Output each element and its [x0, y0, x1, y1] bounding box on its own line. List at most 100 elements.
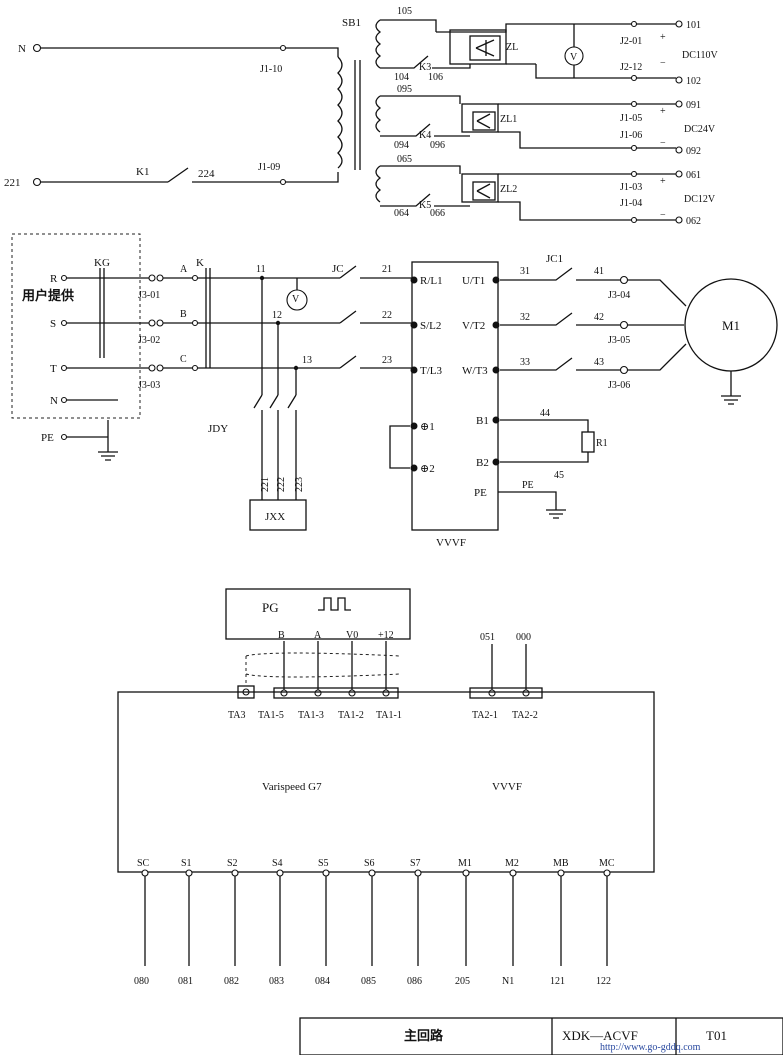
svg-text:33: 33: [520, 357, 530, 368]
svg-text:A: A: [314, 630, 322, 641]
svg-text:JC1: JC1: [546, 253, 563, 265]
svg-text:DC110V: DC110V: [682, 50, 719, 61]
svg-text:31: 31: [520, 266, 530, 277]
svg-text:K: K: [196, 257, 204, 269]
svg-text:TA1-5: TA1-5: [258, 710, 284, 721]
svg-text:J3-01: J3-01: [138, 290, 160, 301]
svg-text:⊕1: ⊕1: [420, 421, 435, 433]
svg-text:PE: PE: [522, 480, 534, 491]
svg-text:J3-05: J3-05: [608, 335, 630, 346]
svg-text:106: 106: [428, 72, 443, 83]
svg-text:K3: K3: [419, 62, 431, 73]
label-j1-09: J1-09: [258, 162, 280, 173]
label-k1: K1: [136, 166, 149, 178]
label-j1-10: J1-10: [260, 64, 282, 75]
wire-label-081: 081: [178, 976, 193, 987]
svg-text:+: +: [660, 106, 666, 117]
terminal-label-s5: S5: [318, 858, 329, 869]
secondary-24: [375, 95, 382, 133]
svg-text:−: −: [660, 210, 666, 221]
svg-text:ZL1: ZL1: [500, 114, 517, 125]
pg-section: PG B A V0 +12 TA3 TA1-5 TA1-3 TA1-2 TA1-…: [117, 588, 655, 987]
svg-text:J1-04: J1-04: [620, 198, 642, 209]
svg-text:064: 064: [394, 208, 409, 219]
terminal-s1: [185, 869, 193, 877]
secondary-110: [375, 19, 382, 69]
svg-text:11: 11: [256, 264, 266, 275]
svg-text:DC24V: DC24V: [684, 124, 716, 135]
terminal-mc: [603, 869, 611, 877]
svg-text:U/T1: U/T1: [462, 275, 485, 287]
wire-n: [40, 47, 339, 57]
svg-text:http://www.go-gddq.com: http://www.go-gddq.com: [600, 1042, 701, 1053]
cable-shield: [245, 652, 401, 678]
terminal-mb: [557, 869, 565, 877]
svg-text:A: A: [180, 264, 188, 275]
svg-text:J3-02: J3-02: [138, 335, 160, 346]
terminal-m1: [462, 869, 470, 877]
svg-text:J1-06: J1-06: [620, 130, 642, 141]
svg-text:−: −: [660, 58, 666, 69]
svg-text:TA2-2: TA2-2: [512, 710, 538, 721]
svg-text:J3-03: J3-03: [138, 380, 160, 391]
control-terminals: SC080S1081S2082S4083S5084S6085S7086M1205…: [134, 858, 615, 987]
svg-text:KG: KG: [94, 257, 110, 269]
svg-text:R: R: [50, 273, 58, 285]
svg-text:066: 066: [430, 208, 445, 219]
svg-text:102: 102: [686, 76, 701, 87]
wire-label-085: 085: [361, 976, 376, 987]
svg-text:XDK—ACVF: XDK—ACVF: [562, 1028, 638, 1043]
terminal-label-m1: M1: [458, 858, 472, 869]
svg-text:主回路: 主回路: [404, 1028, 444, 1043]
svg-text:R1: R1: [596, 438, 608, 449]
svg-text:TA1-2: TA1-2: [338, 710, 364, 721]
terminal-label-s1: S1: [181, 858, 192, 869]
svg-text:JC: JC: [332, 263, 344, 275]
wire-label-086: 086: [407, 976, 422, 987]
user-supply-label: 用户提供: [21, 288, 74, 303]
svg-text:V0: V0: [346, 630, 358, 641]
svg-text:VVVF: VVVF: [492, 781, 522, 793]
ground-motor: [721, 371, 741, 405]
svg-text:B: B: [278, 630, 285, 641]
svg-text:43: 43: [594, 357, 604, 368]
ground-vvvf: [498, 491, 566, 519]
wire-label-084: 084: [315, 976, 330, 987]
svg-text:000: 000: [516, 632, 531, 643]
bridge-zl1: [472, 111, 496, 131]
wire-label-082: 082: [224, 976, 239, 987]
resistor-r1: [581, 431, 595, 453]
user-supply-box: [11, 233, 141, 419]
svg-text:41: 41: [594, 266, 604, 277]
wire-label-121: 121: [550, 976, 565, 987]
svg-text:J1-03: J1-03: [620, 182, 642, 193]
svg-text:092: 092: [686, 146, 701, 157]
svg-text:104: 104: [394, 72, 409, 83]
svg-text:096: 096: [430, 140, 445, 151]
svg-text:065: 065: [397, 154, 412, 165]
supply-section: N J1-10 221 K1 224 J1-09 SB1: [4, 17, 361, 189]
jxx-box: [249, 499, 307, 531]
svg-text:T/L3: T/L3: [420, 365, 442, 377]
svg-text:TA3: TA3: [228, 710, 246, 721]
bridge-zl: [469, 35, 501, 61]
svg-text:21: 21: [382, 264, 392, 275]
svg-text:JDY: JDY: [208, 423, 228, 435]
svg-text:22: 22: [382, 310, 392, 321]
svg-text:44: 44: [540, 408, 550, 419]
title-block: 主回路 XDK—ACVF T01 http://www.go-gddq.com: [299, 1017, 783, 1055]
transformer-primary: [337, 56, 343, 169]
svg-text:DC12V: DC12V: [684, 194, 716, 205]
svg-text:N: N: [50, 395, 58, 407]
dc-supplies: 105 104 K3 106 ZL V J2-01 J2-12 + − 101 …: [375, 6, 719, 227]
varispeed-box: [117, 691, 655, 873]
ground-pe: [67, 420, 118, 461]
svg-text:J1-05: J1-05: [620, 113, 642, 124]
wire-label-080: 080: [134, 976, 149, 987]
svg-text:JXX: JXX: [265, 511, 285, 523]
svg-text:051: 051: [480, 632, 495, 643]
k1-contact: [167, 167, 189, 183]
svg-text:VVVF: VVVF: [436, 537, 466, 549]
terminal-n: [32, 43, 42, 53]
